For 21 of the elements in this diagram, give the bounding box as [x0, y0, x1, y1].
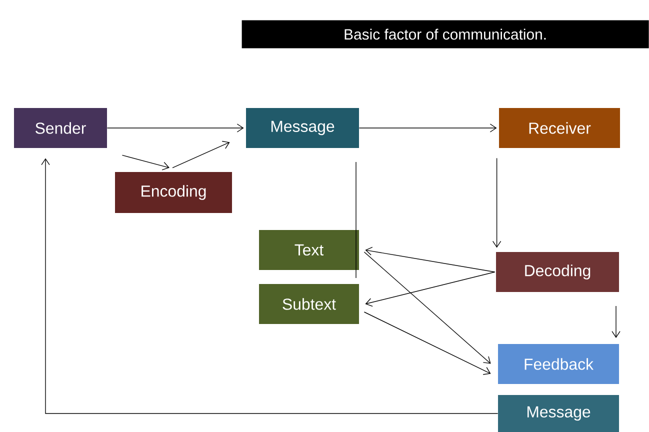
- process-box: Message: [498, 395, 620, 432]
- arrow: [364, 252, 491, 364]
- process-box: Receiver: [499, 108, 620, 148]
- arrow: [365, 272, 496, 307]
- arrow: [492, 158, 502, 248]
- arrow: [612, 306, 620, 338]
- arrow: [172, 140, 230, 168]
- arrow: [122, 154, 170, 170]
- arrow: [106, 124, 244, 132]
- process-box: Subtext: [259, 284, 359, 324]
- process-box: Feedback: [498, 344, 620, 384]
- process-box: Decoding: [496, 252, 620, 292]
- arrow: [358, 124, 497, 132]
- process-box: Message: [246, 108, 359, 148]
- arrow: [41, 158, 498, 414]
- arrow: [365, 246, 496, 272]
- title-banner: Basic factor of communication.: [242, 20, 649, 48]
- arrow: [364, 312, 491, 375]
- process-box: Sender: [14, 108, 107, 148]
- process-box: Text: [259, 230, 359, 270]
- process-box: Encoding: [115, 172, 232, 213]
